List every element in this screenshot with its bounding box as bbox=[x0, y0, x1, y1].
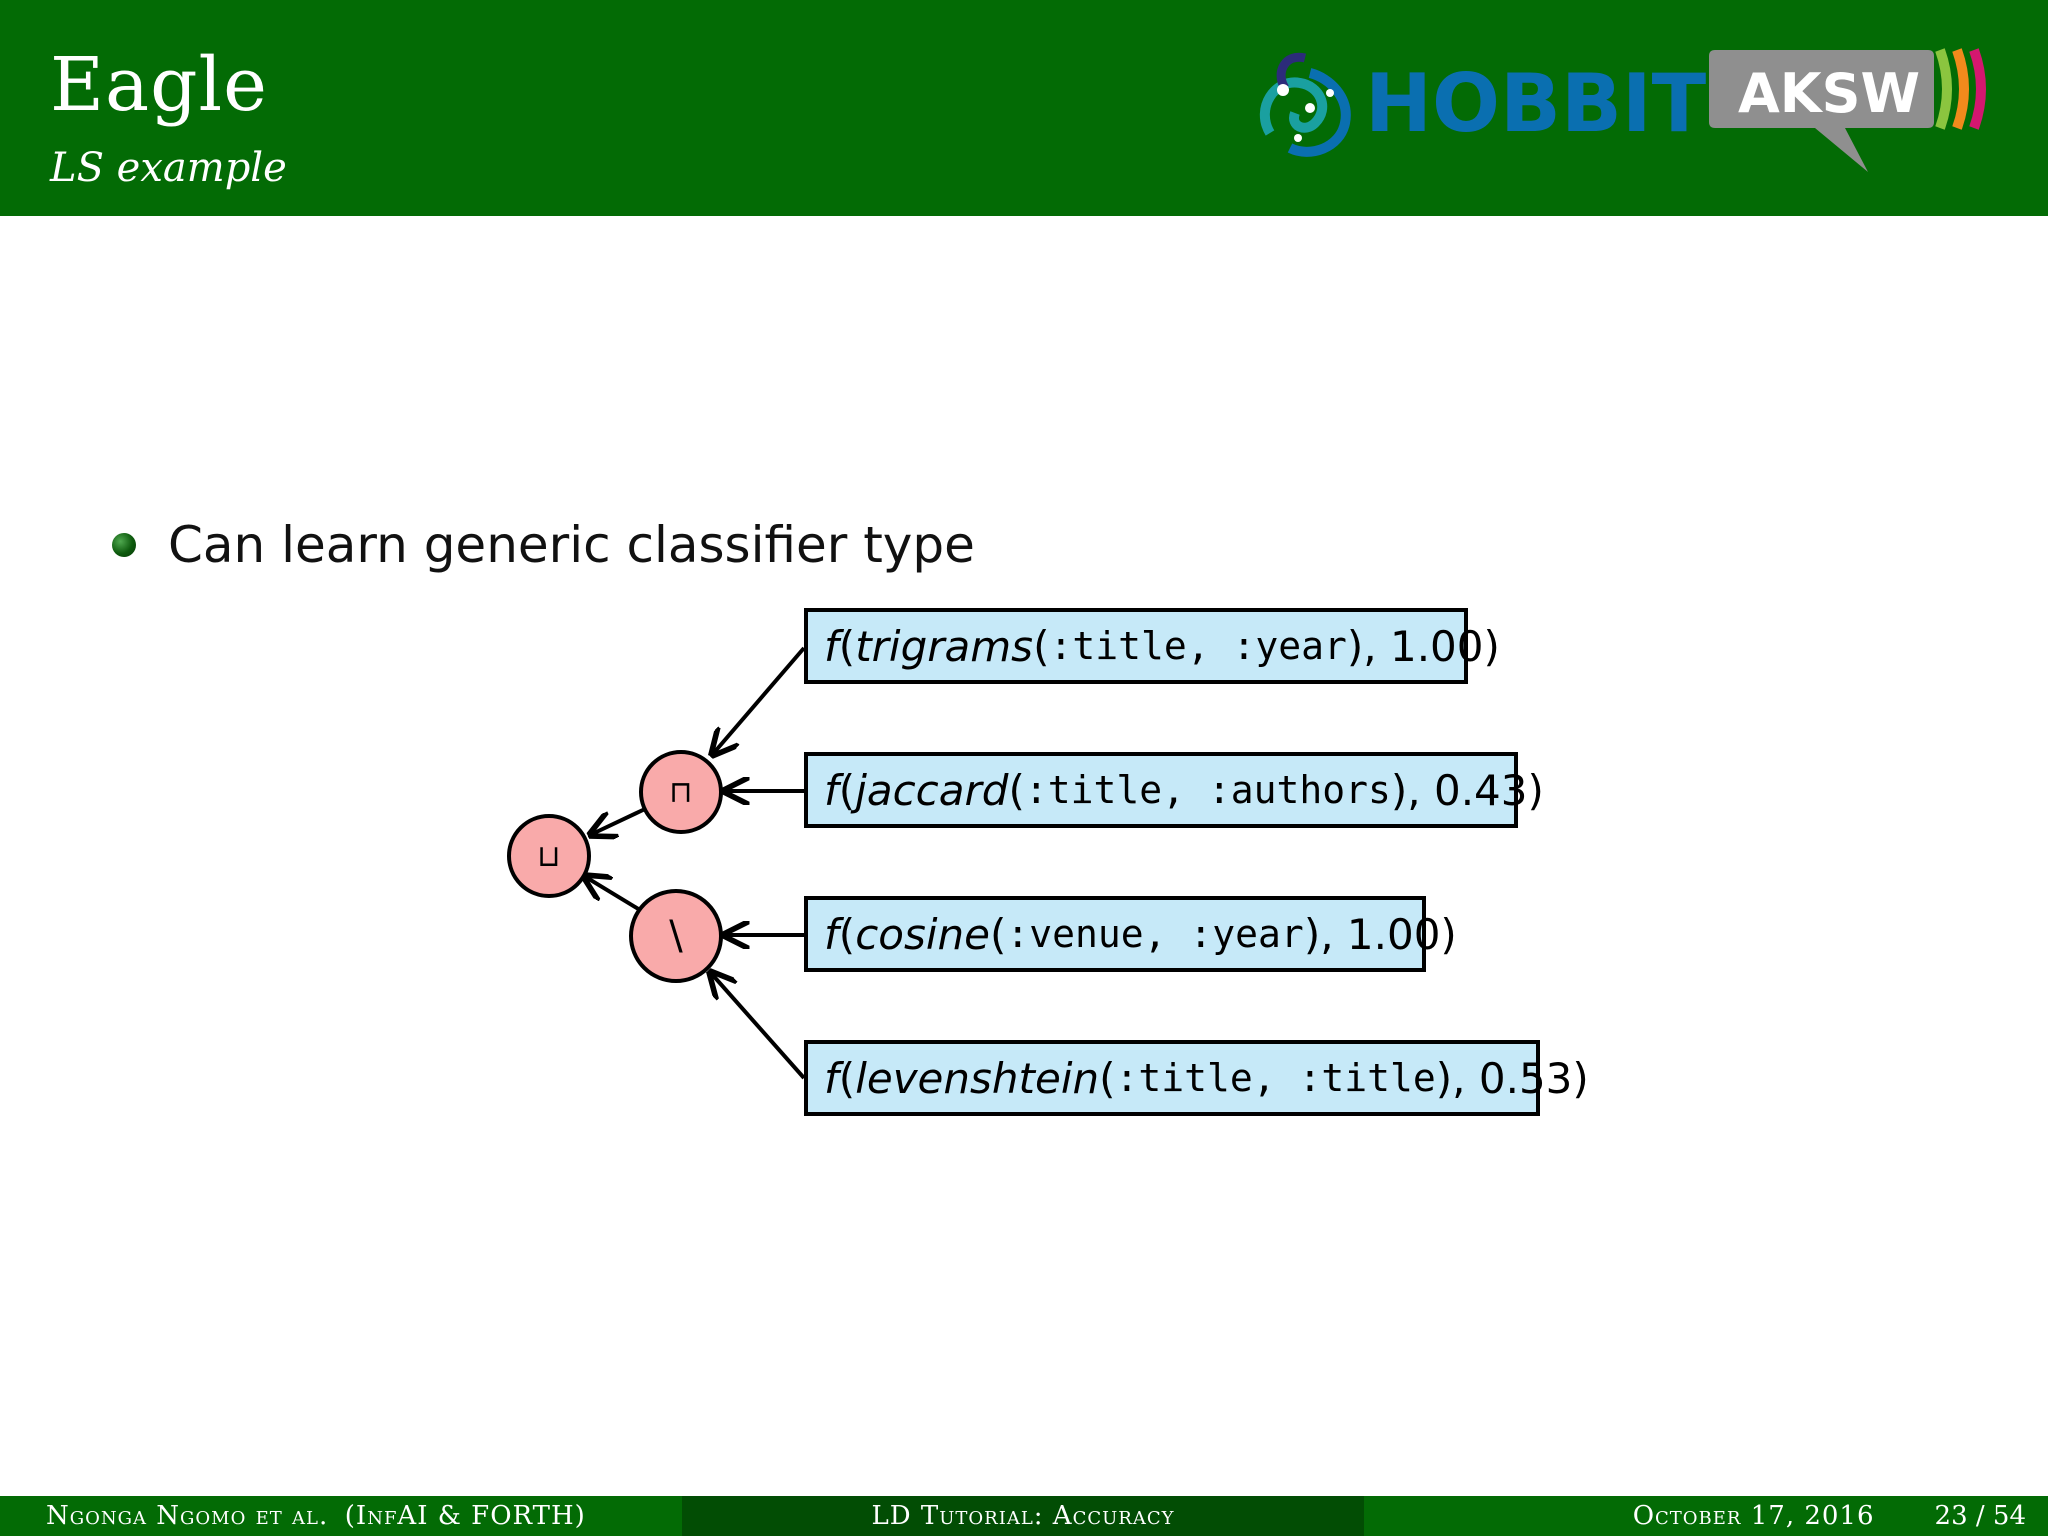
footer-date-section: October 17, 2016 23 / 54 bbox=[1364, 1496, 2048, 1536]
leaf-jaccard: f(jaccard(:title, :authors), 0.43) bbox=[804, 752, 1544, 828]
edge-levenshtein-to-difference bbox=[710, 972, 806, 1080]
leaf-threshold: 0.53 bbox=[1478, 1053, 1573, 1103]
footer-talk-title: LD Tutorial: Accuracy bbox=[871, 1501, 1175, 1531]
leaf-args: :title, :title bbox=[1115, 1056, 1436, 1100]
leaf-measure: cosine bbox=[855, 909, 990, 959]
hobbit-logo-text: HOBBIT bbox=[1365, 57, 1707, 150]
footer-page-number: 23 / 54 bbox=[1934, 1501, 2026, 1531]
hobbit-logo: HOBBIT bbox=[1259, 52, 1707, 157]
footer-date: October 17, 2016 bbox=[1632, 1501, 1875, 1531]
aksw-logo-text: AKSW bbox=[1738, 62, 1920, 125]
leaf-levenshtein: f(levenshtein(:title, :title), 0.53) bbox=[804, 1040, 1589, 1116]
leaf-args: :title, :authors bbox=[1024, 768, 1391, 812]
leaf-measure: jaccard bbox=[855, 765, 1009, 815]
slide-title-text: Eagle bbox=[50, 42, 268, 128]
slide-header: Eagle LS example HOBBIT AKSW bbox=[0, 0, 2048, 216]
footer-talk-section: LD Tutorial: Accuracy bbox=[682, 1496, 1364, 1536]
leaf-measure: trigrams bbox=[855, 621, 1034, 671]
leaf-trigrams: f(trigrams(:title, :year), 1.00) bbox=[804, 608, 1500, 684]
leaf-threshold: 1.00 bbox=[1346, 909, 1441, 959]
leaf-threshold: 0.43 bbox=[1433, 765, 1528, 815]
edge-intersection-to-union bbox=[590, 807, 646, 835]
bullet-icon bbox=[112, 533, 136, 557]
logos: HOBBIT AKSW bbox=[1259, 48, 1986, 172]
leaf-function: f bbox=[824, 621, 839, 671]
slide-title: Eagle bbox=[50, 48, 268, 122]
leaf-args: :title, :year bbox=[1049, 624, 1347, 668]
leaf-measure: levenshtein bbox=[855, 1053, 1100, 1103]
edge-trigrams-to-intersection bbox=[712, 646, 806, 755]
leaf-args: :venue, :year bbox=[1006, 912, 1304, 956]
leaf-function: f bbox=[824, 1053, 839, 1103]
hobbit-swirl-icon bbox=[1259, 52, 1351, 157]
union-symbol: ⊔ bbox=[537, 838, 561, 874]
leaf-threshold: 1.00 bbox=[1389, 621, 1484, 671]
intersection-node: ⊓ bbox=[639, 750, 723, 834]
union-node: ⊔ bbox=[507, 814, 591, 898]
bullet-item: Can learn generic classifier type bbox=[112, 510, 975, 580]
footer-authors: Ngonga Ngomo et al. bbox=[46, 1501, 329, 1531]
bullet-text: Can learn generic classifier type bbox=[168, 516, 975, 574]
leaf-function: f bbox=[824, 765, 839, 815]
slide-footer: Ngonga Ngomo et al. (InfAI & FORTH) LD T… bbox=[0, 1496, 2048, 1536]
footer-affiliation: (InfAI & FORTH) bbox=[344, 1501, 586, 1531]
leaf-function: f bbox=[824, 909, 839, 959]
footer-authors-section: Ngonga Ngomo et al. (InfAI & FORTH) bbox=[0, 1496, 682, 1536]
leaf-cosine: f(cosine(:venue, :year), 1.00) bbox=[804, 896, 1457, 972]
slide-subtitle: LS example bbox=[50, 145, 287, 191]
difference-node: \ bbox=[629, 889, 723, 983]
aksw-logo: AKSW bbox=[1709, 48, 1986, 172]
intersection-symbol: ⊓ bbox=[669, 774, 693, 810]
difference-symbol: \ bbox=[669, 913, 683, 959]
edge-difference-to-union bbox=[584, 876, 642, 912]
